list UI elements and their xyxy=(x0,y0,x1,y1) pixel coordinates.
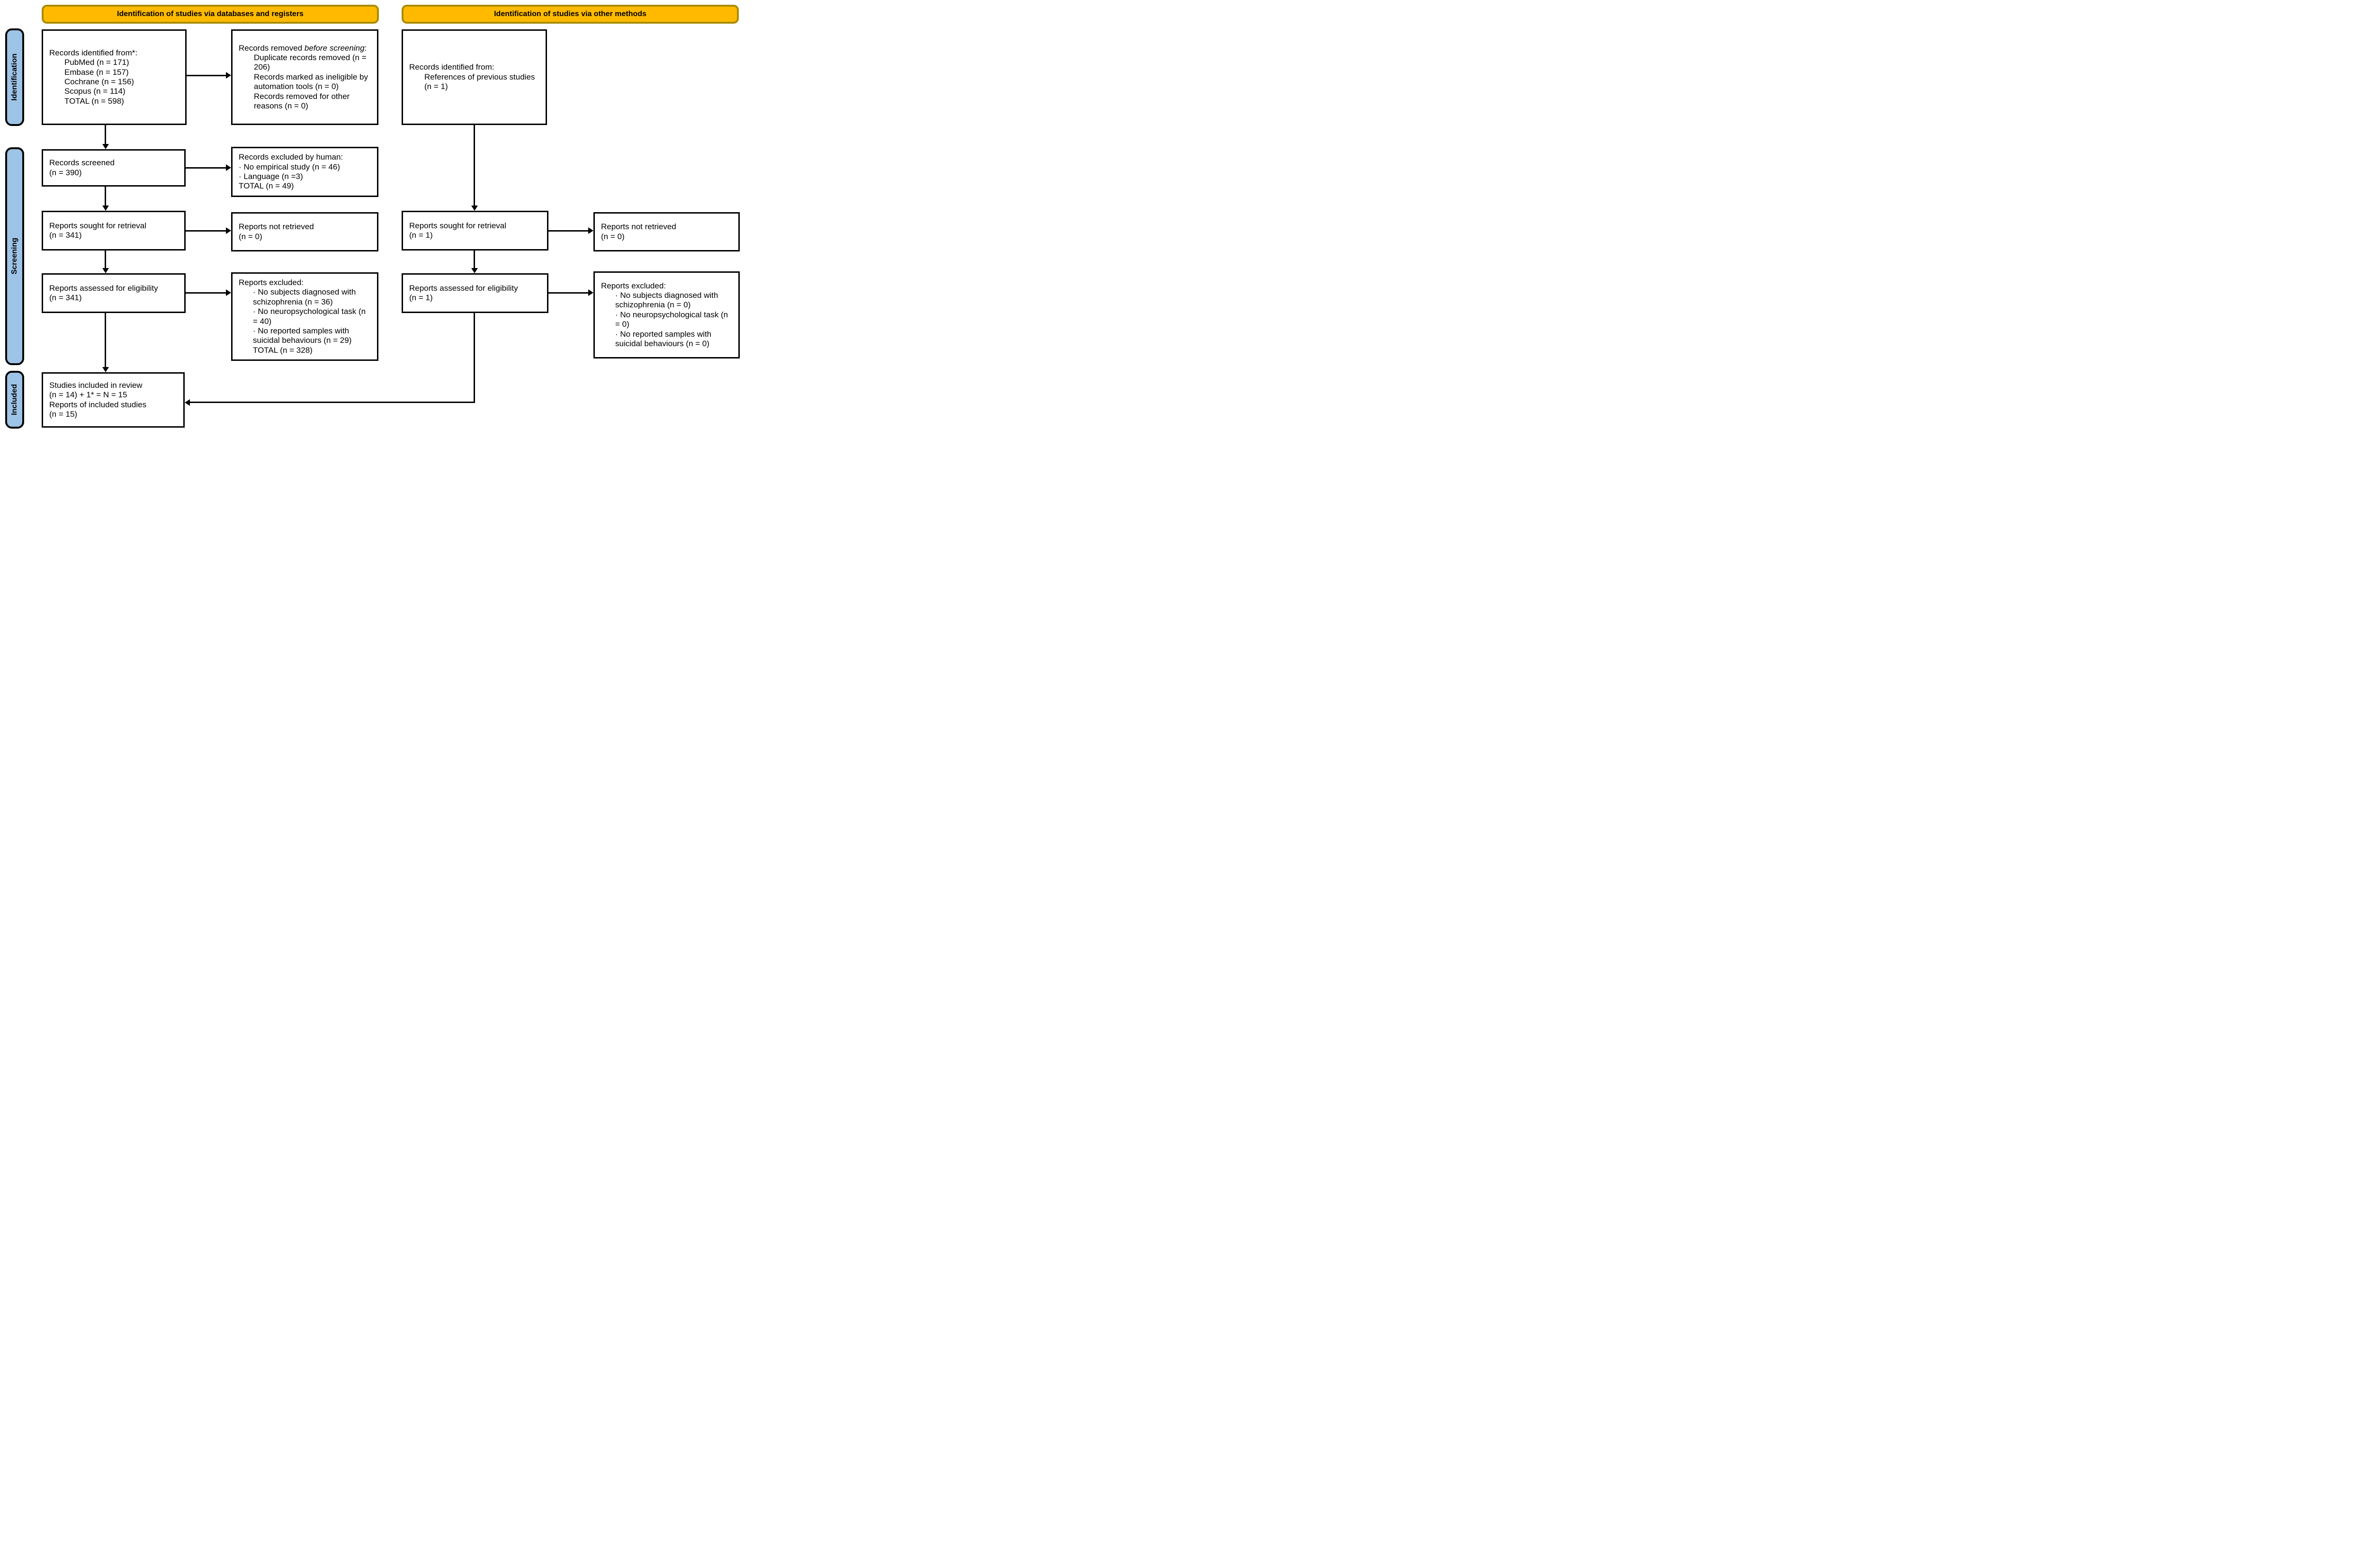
box-line: Reports of included studies xyxy=(49,400,147,409)
arrowhead-right-icon xyxy=(226,289,231,296)
arrowhead-down-icon xyxy=(471,268,478,273)
arrow-other-sought-to-assessed xyxy=(474,251,475,269)
box-line: Records marked as ineligible by automati… xyxy=(254,72,368,91)
arrow-other-identified-to-sought xyxy=(474,125,475,206)
box-line: · No reported samples with suicidal beha… xyxy=(253,326,352,345)
arrowhead-right-icon xyxy=(226,164,231,171)
box-line: TOTAL (n = 49) xyxy=(239,181,294,191)
box-reports-excluded-other: Reports excluded: · No subjects diagnose… xyxy=(593,271,740,358)
arrow-sought-to-not-retrieved xyxy=(186,230,226,232)
box-line: Scopus (n = 114) xyxy=(64,87,126,96)
arrowhead-right-icon xyxy=(588,289,593,296)
box-line-text: Records removed xyxy=(239,43,305,53)
box-line: Reports assessed for eligibility xyxy=(49,283,158,293)
box-records-removed-before-screening: Records removed before screening: Duplic… xyxy=(231,29,378,125)
box-line: Records screened xyxy=(49,158,115,168)
sidebar-screening: Screening xyxy=(5,147,24,365)
box-line: · No reported samples with suicidal beha… xyxy=(615,329,712,348)
box-records-identified-other: Records identified from: References of p… xyxy=(402,29,547,125)
box-line: Records removed before screening: xyxy=(239,44,368,53)
box-line: TOTAL (n = 598) xyxy=(64,96,124,106)
arrowhead-right-icon xyxy=(588,227,593,234)
box-reports-not-retrieved-databases: Reports not retrieved (n = 0) xyxy=(231,212,378,251)
box-line: · No subjects diagnosed with schizophren… xyxy=(615,291,718,310)
box-line: PubMed (n = 171) xyxy=(64,58,129,67)
box-records-identified-databases: Records identified from*: PubMed (n = 17… xyxy=(42,29,187,125)
box-line: Reports excluded: xyxy=(239,278,304,287)
box-line: Duplicate records removed (n = 206) xyxy=(254,53,367,72)
box-line: Records identified from: xyxy=(409,63,494,72)
box-line: (n = 0) xyxy=(601,232,625,241)
box-line: Records identified from*: xyxy=(49,48,138,57)
arrowhead-left-icon xyxy=(185,399,190,406)
box-reports-sought-databases: Reports sought for retrieval (n = 341) xyxy=(42,211,186,251)
arrowhead-down-icon xyxy=(102,367,109,372)
box-line: · No neuropsychological task (n = 40) xyxy=(253,307,366,326)
arrowhead-down-icon xyxy=(102,268,109,273)
arrow-other-assessed-to-excluded xyxy=(548,292,589,294)
arrow-assessed-to-included xyxy=(105,313,106,368)
box-line: Reports assessed for eligibility xyxy=(409,283,518,293)
arrowhead-down-icon xyxy=(102,206,109,211)
arrow-screened-to-excluded xyxy=(186,167,226,169)
arrow-other-assessed-to-included-vertical xyxy=(474,313,475,403)
banner-databases-registers-label: Identification of studies via databases … xyxy=(117,10,304,18)
box-line: (n = 341) xyxy=(49,293,82,302)
box-reports-assessed-other: Reports assessed for eligibility (n = 1) xyxy=(402,273,548,313)
box-line: Reports sought for retrieval xyxy=(409,221,507,230)
box-studies-included: Studies included in review (n = 14) + 1*… xyxy=(42,372,185,428)
box-records-excluded: Records excluded by human: · No empirica… xyxy=(231,147,378,197)
banner-databases-registers: Identification of studies via databases … xyxy=(42,5,379,24)
box-line: Reports not retrieved xyxy=(239,222,314,232)
box-line: (n = 390) xyxy=(49,168,82,177)
box-records-screened: Records screened (n = 390) xyxy=(42,149,186,187)
box-line: Studies included in review xyxy=(49,380,143,390)
box-line: Reports excluded: xyxy=(601,281,666,290)
box-line: Embase (n = 157) xyxy=(64,67,129,77)
box-line: (n = 15) xyxy=(49,409,78,419)
banner-other-methods: Identification of studies via other meth… xyxy=(402,5,739,24)
box-line: (n = 14) + 1* = N = 15 xyxy=(49,390,127,400)
arrow-identified-to-screened xyxy=(105,125,106,145)
box-line: (n = 1) xyxy=(409,293,433,302)
prisma-flow-diagram: Identification of studies via databases … xyxy=(0,0,743,433)
box-line: Records removed for other reasons (n = 0… xyxy=(254,91,350,110)
box-line: · No empirical study (n = 46) xyxy=(239,162,340,171)
arrow-assessed-to-excluded xyxy=(186,292,226,294)
box-line: Cochrane (n = 156) xyxy=(64,77,134,86)
banner-other-methods-label: Identification of studies via other meth… xyxy=(494,10,646,18)
arrow-other-assessed-to-included-horizontal xyxy=(189,402,475,403)
box-reports-sought-other: Reports sought for retrieval (n = 1) xyxy=(402,211,548,251)
sidebar-identification: Identification xyxy=(5,28,24,126)
box-line: References of previous studies (n = 1) xyxy=(424,72,535,91)
box-reports-excluded-databases: Reports excluded: · No subjects diagnose… xyxy=(231,272,378,361)
box-line: (n = 1) xyxy=(409,231,433,240)
box-line: (n = 0) xyxy=(239,232,262,241)
box-line: · No subjects diagnosed with schizophren… xyxy=(253,287,356,306)
arrowhead-down-icon xyxy=(102,144,109,149)
box-line: Reports sought for retrieval xyxy=(49,221,147,230)
box-line: TOTAL (n = 328) xyxy=(253,345,313,355)
box-line: · No neuropsychological task (n = 0) xyxy=(615,310,728,329)
arrow-sought-to-assessed xyxy=(105,251,106,269)
box-line-text: : xyxy=(364,43,367,53)
arrowhead-right-icon xyxy=(226,227,231,234)
sidebar-identification-label: Identification xyxy=(10,54,18,101)
box-line: Reports not retrieved xyxy=(601,222,676,232)
arrowhead-right-icon xyxy=(226,72,231,79)
sidebar-included-label: Included xyxy=(10,384,18,415)
arrow-other-sought-to-not-retrieved xyxy=(548,230,589,232)
box-line: · Language (n =3) xyxy=(239,172,303,181)
arrow-screened-to-sought xyxy=(105,187,106,206)
box-line: Records excluded by human: xyxy=(239,152,343,162)
arrowhead-down-icon xyxy=(471,206,478,211)
box-line-italic-text: before screening xyxy=(304,43,365,53)
box-line: (n = 341) xyxy=(49,231,82,240)
box-reports-assessed-databases: Reports assessed for eligibility (n = 34… xyxy=(42,273,186,313)
box-reports-not-retrieved-other: Reports not retrieved (n = 0) xyxy=(593,212,740,251)
sidebar-screening-label: Screening xyxy=(10,238,18,275)
sidebar-included: Included xyxy=(5,371,24,429)
arrow-identified-to-removed xyxy=(187,75,226,76)
